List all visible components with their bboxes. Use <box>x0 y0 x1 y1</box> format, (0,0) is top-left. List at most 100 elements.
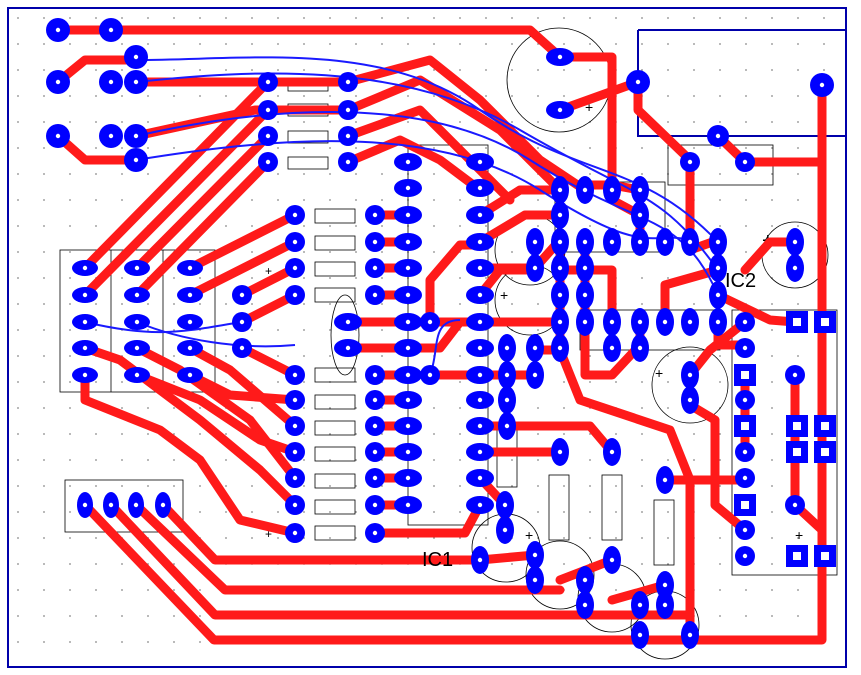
pad <box>735 546 755 566</box>
grid-dot <box>771 329 773 331</box>
pad <box>338 100 358 120</box>
grid-dot <box>121 485 123 487</box>
pad <box>681 386 699 414</box>
grid-dot <box>459 381 461 383</box>
grid-dot <box>797 537 799 539</box>
grid-dot <box>641 277 643 279</box>
grid-dot <box>121 17 123 19</box>
grid-dot <box>485 147 487 149</box>
grid-dot <box>719 17 721 19</box>
grid-dot <box>537 95 539 97</box>
grid-dot <box>43 43 45 45</box>
grid-dot <box>329 537 331 539</box>
grid-dot <box>667 121 669 123</box>
pad <box>576 591 594 619</box>
pad <box>394 469 422 487</box>
grid-dot <box>251 329 253 331</box>
grid-dot <box>433 537 435 539</box>
grid-dot <box>511 251 513 253</box>
pad <box>576 308 594 336</box>
grid-dot <box>537 121 539 123</box>
grid-dot <box>95 147 97 149</box>
grid-dot <box>121 459 123 461</box>
grid-dot <box>95 17 97 19</box>
pad <box>258 72 278 92</box>
grid-dot <box>355 303 357 305</box>
grid-dot <box>537 17 539 19</box>
grid-dot <box>173 329 175 331</box>
pad <box>603 438 621 466</box>
grid-dot <box>43 95 45 97</box>
pad <box>99 124 123 148</box>
grid-dot <box>43 355 45 357</box>
grid-dot <box>693 303 695 305</box>
pad <box>681 361 699 389</box>
grid-dot <box>537 69 539 71</box>
pad <box>785 365 805 385</box>
grid-dot <box>459 537 461 539</box>
grid-dot <box>199 589 201 591</box>
grid-dot <box>277 147 279 149</box>
grid-dot <box>485 199 487 201</box>
grid-dot <box>17 355 19 357</box>
grid-dot <box>225 485 227 487</box>
grid-dot <box>589 43 591 45</box>
grid-dot <box>797 355 799 357</box>
pad <box>365 258 385 278</box>
grid-dot <box>589 433 591 435</box>
grid-dot <box>693 69 695 71</box>
grid-dot <box>199 615 201 617</box>
pad <box>338 126 358 146</box>
grid-dot <box>407 121 409 123</box>
pad <box>394 179 422 197</box>
grid-dot <box>667 563 669 565</box>
pad <box>365 468 385 488</box>
grid-dot <box>745 199 747 201</box>
pad <box>285 495 305 515</box>
grid-dot <box>147 69 149 71</box>
ic1-label: IC1 <box>422 549 453 571</box>
grid-dot <box>771 459 773 461</box>
grid-dot <box>95 381 97 383</box>
grid-dot <box>771 303 773 305</box>
grid-dot <box>329 485 331 487</box>
pad <box>365 523 385 543</box>
grid-dot <box>17 303 19 305</box>
grid-dot <box>121 95 123 97</box>
grid-dot <box>43 641 45 643</box>
grid-dot <box>433 433 435 435</box>
pad <box>124 260 150 276</box>
grid-dot <box>277 95 279 97</box>
grid-dot <box>17 329 19 331</box>
grid-dot <box>381 199 383 201</box>
pad <box>498 412 516 440</box>
grid-dot <box>69 43 71 45</box>
grid-dot <box>745 147 747 149</box>
svg-text:+: + <box>525 527 533 543</box>
grid-dot <box>693 95 695 97</box>
grid-dot <box>303 173 305 175</box>
grid-dot <box>355 433 357 435</box>
grid-dot <box>121 199 123 201</box>
grid-dot <box>225 329 227 331</box>
grid-dot <box>69 407 71 409</box>
pad <box>365 285 385 305</box>
pad <box>177 340 203 356</box>
grid-dot <box>589 511 591 513</box>
grid-dot <box>589 69 591 71</box>
grid-dot <box>537 485 539 487</box>
grid-dot <box>641 381 643 383</box>
grid-dot <box>277 43 279 45</box>
grid-dot <box>17 173 19 175</box>
grid-dot <box>277 199 279 201</box>
grid-dot <box>433 199 435 201</box>
grid-dot <box>17 199 19 201</box>
pad <box>735 390 755 410</box>
grid-dot <box>459 121 461 123</box>
pad <box>466 206 494 224</box>
pad <box>394 233 422 251</box>
grid-dot <box>147 121 149 123</box>
pad <box>177 260 203 276</box>
pad <box>576 228 594 256</box>
